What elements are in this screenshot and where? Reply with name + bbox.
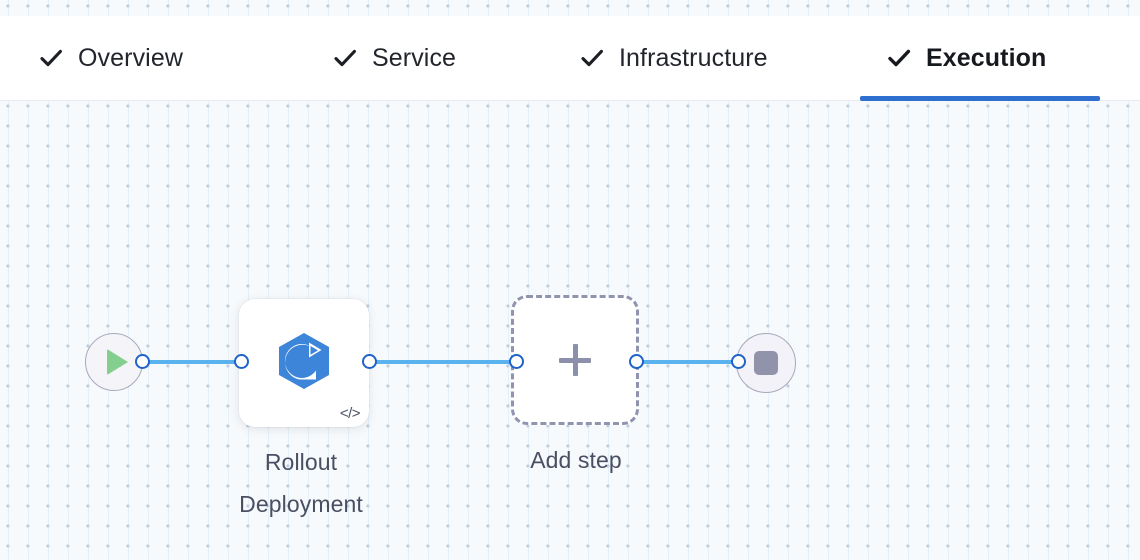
connector-handle-rollout-output[interactable] <box>362 354 377 369</box>
tab-label: Overview <box>78 44 183 72</box>
tab-service[interactable]: Service <box>330 16 495 100</box>
stop-icon <box>754 351 778 375</box>
tab-infrastructure[interactable]: Infrastructure <box>577 16 825 100</box>
tab-label: Execution <box>926 44 1047 72</box>
code-badge-icon[interactable]: </> <box>339 405 361 422</box>
tab-overview[interactable]: Overview <box>36 16 248 100</box>
tab-list: Overview Service Infrastructur <box>0 16 1140 101</box>
plus-icon-vertical <box>572 344 578 376</box>
tab-active-underline <box>860 96 1100 101</box>
edge-add-step-to-end[interactable] <box>634 360 740 364</box>
check-icon <box>886 45 912 71</box>
connector-handle-start-output[interactable] <box>135 354 150 369</box>
check-icon <box>38 45 64 71</box>
edge-rollout-to-add-step[interactable] <box>366 360 518 364</box>
connector-handle-add-step-output[interactable] <box>629 354 644 369</box>
step-label-line-2: Deployment <box>239 491 363 517</box>
rollout-deployment-icon <box>239 299 369 427</box>
execution-pipeline-graph: </> Rollout Deployment Add step <box>0 101 1140 560</box>
tab-execution[interactable]: Execution <box>860 16 1100 101</box>
end-node[interactable] <box>736 333 796 393</box>
pipeline-tab-bar: Overview Service Infrastructur <box>0 16 1140 101</box>
edge-start-to-rollout[interactable] <box>140 360 244 364</box>
connector-handle-rollout-input[interactable] <box>234 354 249 369</box>
step-label-line-1: Rollout <box>264 449 338 475</box>
tab-label: Service <box>372 44 457 72</box>
check-icon <box>579 45 605 71</box>
play-icon <box>107 349 128 375</box>
connector-handle-end-input[interactable] <box>731 354 746 369</box>
step-node-rollout-deployment[interactable]: </> <box>239 299 369 427</box>
step-label-rollout-deployment: Rollout Deployment <box>205 441 397 525</box>
tab-label: Infrastructure <box>619 44 768 72</box>
add-step-label: Add step <box>530 447 622 473</box>
connector-handle-add-step-input[interactable] <box>509 354 524 369</box>
check-icon <box>332 45 358 71</box>
add-step-node[interactable] <box>511 295 639 425</box>
